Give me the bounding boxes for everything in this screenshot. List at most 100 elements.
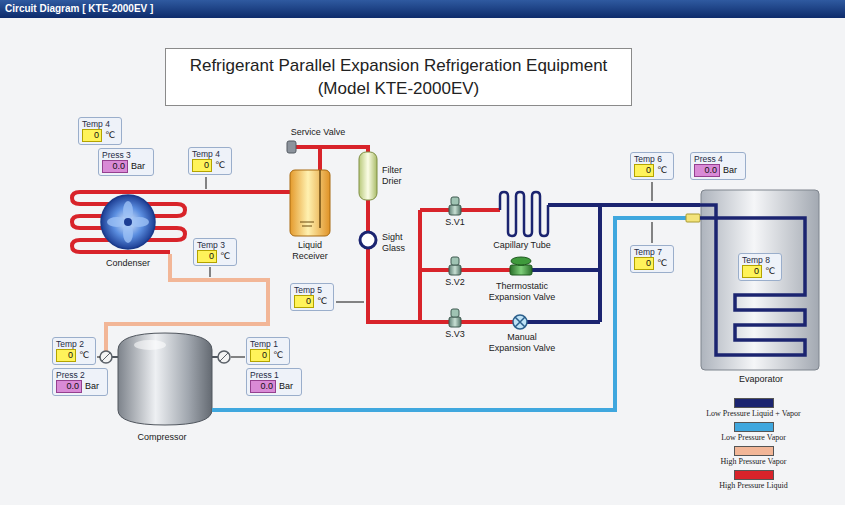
temperature-gauge: Temp 40℃ xyxy=(78,117,122,145)
gauge-unit: ℃ xyxy=(317,296,327,307)
gauge-row: 0.0Bar xyxy=(250,380,298,393)
component-label: Sight Glass xyxy=(382,232,418,254)
sight-glass-symbol xyxy=(360,232,376,248)
legend-text: Low Pressure Vapor xyxy=(672,433,835,443)
gauge-label: Temp 4 xyxy=(82,119,118,129)
solenoid-body xyxy=(449,265,461,275)
gauge-unit: Bar xyxy=(279,381,293,392)
temperature-gauge: Temp 30℃ xyxy=(193,238,237,266)
gauge-row: 0℃ xyxy=(192,159,228,172)
gauge-label: Press 3 xyxy=(102,150,150,160)
gauge-reading: 0 xyxy=(250,349,270,362)
tank-shell xyxy=(701,190,819,370)
sensor-leader xyxy=(97,177,652,357)
gauge-unit: ℃ xyxy=(220,251,230,262)
gauge-row: 0℃ xyxy=(197,250,233,263)
gauge-unit: ℃ xyxy=(657,258,667,269)
gauge-unit: ℃ xyxy=(765,266,775,277)
temperature-gauge: Temp 80℃ xyxy=(738,253,782,281)
liquid-receiver-body xyxy=(290,170,330,236)
gauge-row: 0℃ xyxy=(742,265,778,278)
discharge-port xyxy=(100,351,112,363)
filter-drier-body xyxy=(359,152,377,200)
gauge-label: Temp 7 xyxy=(634,247,670,257)
gauge-reading: 0.0 xyxy=(56,380,82,393)
gauge-reading: 0 xyxy=(742,265,762,278)
receiver-level xyxy=(300,222,314,223)
component-label: Condenser xyxy=(93,258,163,269)
gauge-row: 0℃ xyxy=(634,257,670,270)
legend: Low Pressure Liquid + VaporLow Pressure … xyxy=(672,398,835,494)
pressure-gauge: Press 20.0Bar xyxy=(52,368,108,396)
legend-item: Low Pressure Vapor xyxy=(672,422,835,446)
gauge-label: Temp 3 xyxy=(197,240,233,250)
fan-hub xyxy=(124,218,132,226)
gauge-label: Press 1 xyxy=(250,370,298,380)
component-label: Thermostatic Expansion Valve xyxy=(487,281,558,303)
gauge-label: Temp 1 xyxy=(250,339,286,349)
capillary-tube-coil xyxy=(500,192,548,236)
gauge-label: Temp 4 xyxy=(192,149,228,159)
temperature-gauge: Temp 10℃ xyxy=(246,337,290,365)
gauge-row: 0℃ xyxy=(82,129,118,142)
gauge-label: Temp 8 xyxy=(742,255,778,265)
gauge-row: 0.0Bar xyxy=(694,164,742,177)
suction-port xyxy=(218,351,230,363)
solenoid-body xyxy=(449,317,461,327)
evaporator-coil xyxy=(700,205,805,355)
component-label: Liquid Receiver xyxy=(285,240,335,262)
temperature-gauge: Temp 70℃ xyxy=(630,245,674,273)
gauge-reading: 0 xyxy=(634,164,654,177)
solenoid-coil xyxy=(451,197,459,205)
pressure-gauge: Press 40.0Bar xyxy=(690,152,746,180)
gauge-unit: Bar xyxy=(85,381,99,392)
component-label: Service Valve xyxy=(278,127,358,138)
component-label: Manual Expansion Valve xyxy=(487,332,558,354)
gauge-row: 0.0Bar xyxy=(102,160,150,173)
port-stub xyxy=(112,356,118,358)
pressure-gauge: Press 30.0Bar xyxy=(98,148,154,176)
solenoid-body xyxy=(449,205,461,215)
condenser-coil xyxy=(72,192,185,252)
manual-valve-cross xyxy=(515,317,525,327)
component-label: S.V3 xyxy=(438,329,472,340)
legend-item: High Pressure Vapor xyxy=(672,446,835,470)
gauge-unit: Bar xyxy=(131,161,145,172)
gauge-label: Temp 5 xyxy=(294,285,330,295)
window-title-bar: Circuit Diagram [ KTE-2000EV ] xyxy=(0,0,845,18)
gauge-reading: 0.0 xyxy=(694,164,720,177)
temperature-gauge: Temp 50℃ xyxy=(290,283,334,311)
gauge-unit: ℃ xyxy=(215,160,225,171)
gauge-row: 0℃ xyxy=(56,349,92,362)
port-stub xyxy=(212,356,218,358)
gauge-reading: 0 xyxy=(634,257,654,270)
manual-valve-symbol xyxy=(513,315,527,329)
gauge-unit: ℃ xyxy=(273,350,283,361)
gauge-label: Temp 2 xyxy=(56,339,92,349)
legend-swatch xyxy=(734,398,774,408)
txv-dome xyxy=(511,257,531,265)
gauge-reading: 0.0 xyxy=(102,160,128,173)
gauge-reading: 0.0 xyxy=(250,380,276,393)
gauge-unit: ℃ xyxy=(657,165,667,176)
solenoid-valve xyxy=(449,197,461,327)
service-valve-symbol xyxy=(287,141,296,153)
legend-swatch xyxy=(734,446,774,456)
gauge-label: Temp 6 xyxy=(634,154,670,164)
legend-item: High Pressure Liquid xyxy=(672,470,835,494)
title-box: Refrigerant Parallel Expansion Refrigera… xyxy=(165,48,632,106)
gauge-label: Press 2 xyxy=(56,370,104,380)
temperature-gauge: Temp 60℃ xyxy=(630,152,674,180)
gauge-reading: 0 xyxy=(192,159,212,172)
gauge-reading: 0 xyxy=(56,349,76,362)
gauge-unit: Bar xyxy=(723,165,737,176)
legend-text: High Pressure Liquid xyxy=(672,481,835,491)
gauge-unit: ℃ xyxy=(105,130,115,141)
legend-text: High Pressure Vapor xyxy=(672,457,835,467)
receiver-level xyxy=(302,226,312,227)
txv-body xyxy=(510,265,532,275)
gauge-row: 0℃ xyxy=(250,349,286,362)
liquid-line xyxy=(185,190,290,194)
gauge-row: 0.0Bar xyxy=(56,380,104,393)
